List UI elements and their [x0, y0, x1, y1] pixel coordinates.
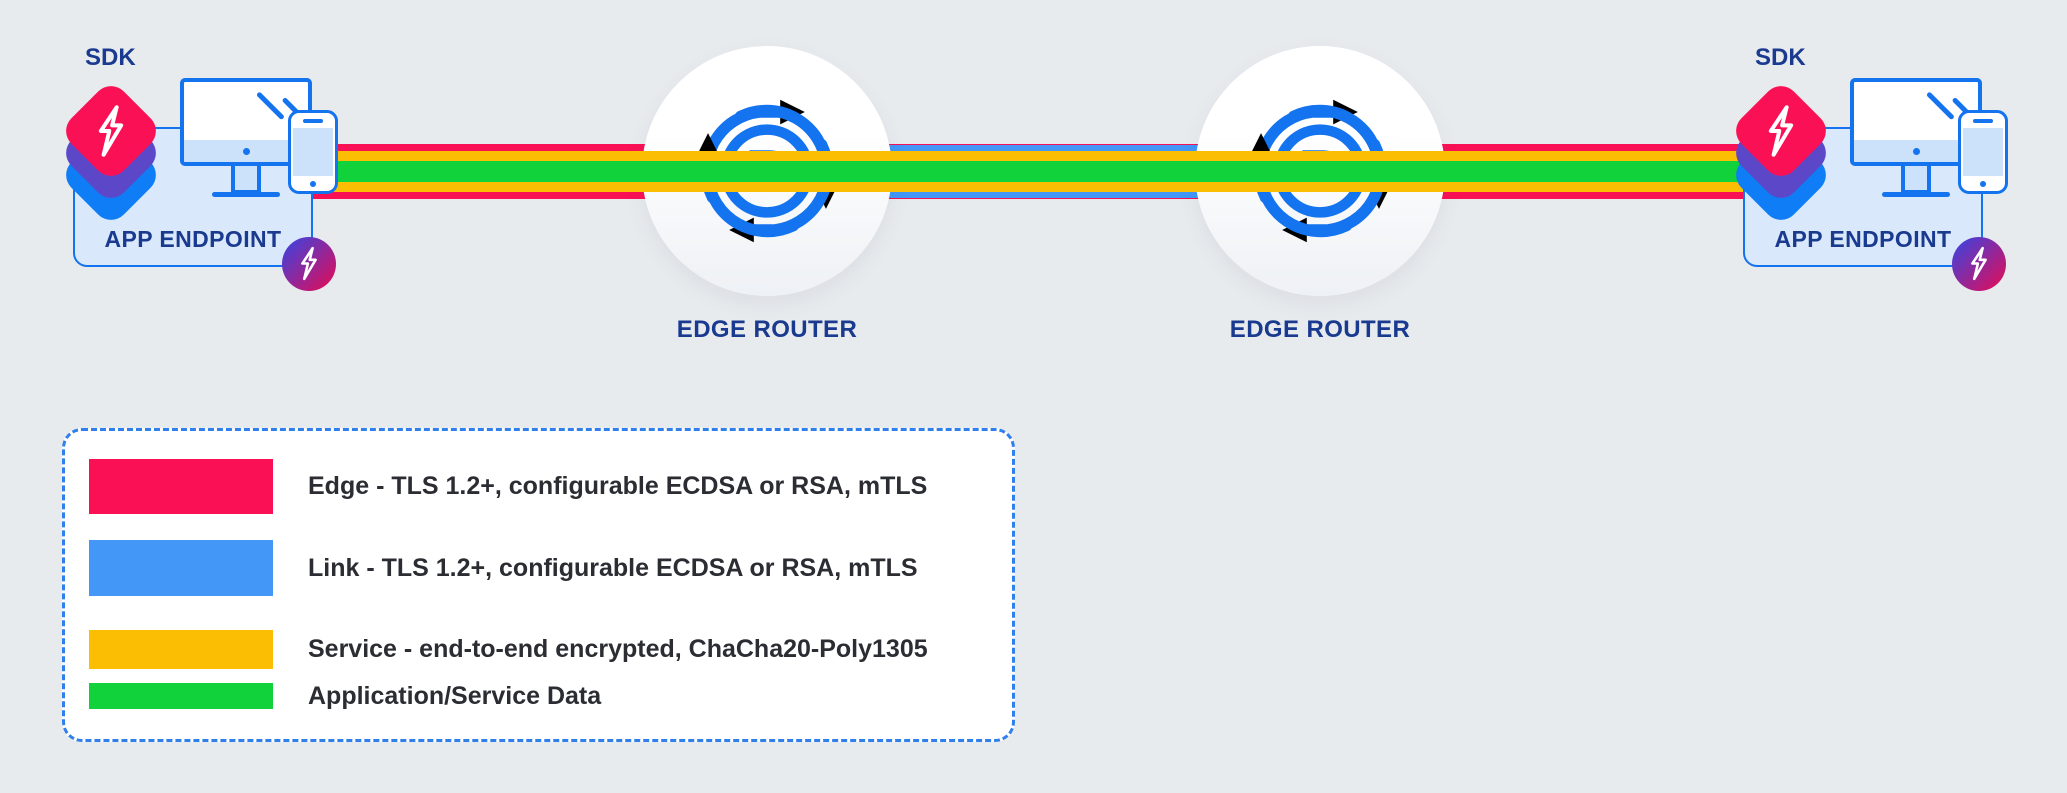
legend-row-data: Application/Service Data: [89, 681, 992, 710]
sdk-label: SDK: [1755, 44, 1806, 71]
link-stripe-top: [767, 145, 1320, 152]
monitor-dot: [242, 147, 250, 155]
phone-icon: [288, 110, 338, 194]
signal-tick-icon: [1925, 91, 1955, 121]
app-endpoint-left: SDK APP ENDPOINT: [58, 38, 343, 303]
sdk-stack-icon: [58, 78, 164, 230]
app-endpoint-label: APP ENDPOINT: [104, 226, 282, 252]
legend-row-edge: Edge - TLS 1.2+, configurable ECDSA or R…: [89, 459, 992, 514]
ziti-bolt-icon: [94, 105, 128, 157]
phone-screen: [1963, 128, 2003, 176]
phone-speaker: [1973, 119, 1993, 123]
phone-screen: [293, 128, 333, 176]
legend-box: Edge - TLS 1.2+, configurable ECDSA or R…: [62, 428, 1015, 742]
phone-home-button: [1980, 180, 1986, 187]
monitor-stand: [231, 166, 261, 194]
sdk-label: SDK: [85, 44, 136, 71]
legend-label-link: Link - TLS 1.2+, configurable ECDSA or R…: [308, 553, 918, 582]
ziti-badge: [1952, 237, 2006, 291]
monitor-stand: [1901, 166, 1931, 194]
ziti-bolt-icon: [1764, 105, 1798, 157]
app-endpoint-right: SDK APP ENDPOINT: [1728, 38, 2013, 303]
legend-label-edge: Edge - TLS 1.2+, configurable ECDSA or R…: [308, 472, 928, 500]
link-stripe-bottom: [767, 191, 1320, 198]
service-stripe-top: [310, 151, 1750, 161]
app-endpoint-label: APP ENDPOINT: [1774, 226, 1952, 252]
phone-icon: [1958, 110, 2008, 194]
monitor-dot: [1912, 147, 1920, 155]
monitor-icon: [1850, 78, 1982, 198]
monitor-base: [212, 192, 280, 197]
monitor-base: [1882, 192, 1950, 197]
legend-swatch-data: [89, 683, 273, 709]
ziti-bolt-icon: [298, 246, 320, 281]
monitor-bezel: [184, 140, 308, 162]
legend-row-service: Service - end-to-end encrypted, ChaCha20…: [89, 630, 992, 669]
legend-swatch-link: [89, 540, 273, 596]
phone-speaker: [303, 119, 323, 123]
monitor-bezel: [1854, 140, 1978, 162]
legend-label-data: Application/Service Data: [308, 681, 602, 710]
legend-label-service: Service - end-to-end encrypted, ChaCha20…: [308, 635, 928, 663]
service-stripe-bottom: [310, 182, 1750, 192]
signal-tick-icon: [255, 91, 285, 121]
legend-swatch-edge: [89, 459, 273, 514]
legend-row-link: Link - TLS 1.2+, configurable ECDSA or R…: [89, 540, 992, 596]
app-data-stripe: [310, 161, 1750, 182]
sdk-stack-icon: [1728, 78, 1834, 230]
phone-home-button: [310, 180, 316, 187]
ziti-badge: [282, 237, 336, 291]
monitor-screen: [1850, 78, 1982, 166]
edge-router-label-left: EDGE ROUTER: [676, 316, 858, 343]
edge-router-label-right: EDGE ROUTER: [1229, 316, 1411, 343]
legend-swatch-service: [89, 630, 273, 669]
ziti-bolt-icon: [1968, 246, 1990, 281]
